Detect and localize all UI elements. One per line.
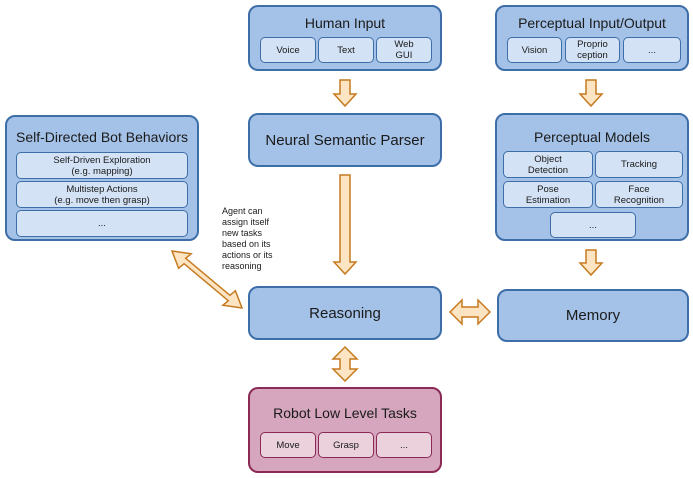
reasoning-title: Reasoning	[309, 304, 381, 322]
arrow-perceptual-io-to-models	[578, 79, 604, 108]
reasoning-box: Reasoning	[248, 286, 442, 340]
perceptual-models-pose-estimation: Pose Estimation	[503, 181, 593, 208]
neural-semantic-parser-box: Neural Semantic Parser	[248, 113, 442, 167]
perceptual-models-title: Perceptual Models	[534, 129, 650, 145]
perceptual-models-more: ...	[550, 212, 636, 238]
human-input-voice: Voice	[260, 37, 316, 63]
human-input-title: Human Input	[304, 15, 386, 31]
self-directed-title: Self-Directed Bot Behaviors	[16, 129, 188, 145]
perceptual-io-title: Perceptual Input/Output	[518, 15, 666, 31]
self-directed-more: ...	[16, 210, 188, 237]
arrow-reasoning-robot	[331, 345, 359, 383]
human-input-text: Text	[318, 37, 374, 63]
arrow-human-to-parser	[332, 79, 358, 108]
perceptual-models-tracking: Tracking	[595, 151, 683, 178]
perceptual-models-object-detection: Object Detection	[503, 151, 593, 178]
robot-low-level-tasks-title: Robot Low Level Tasks	[273, 405, 417, 421]
perceptual-io-more: ...	[623, 37, 681, 63]
arrow-self-directed-reasoning	[170, 250, 244, 309]
robot-task-grasp: Grasp	[318, 432, 374, 458]
perceptual-io-proprioception: Proprio ception	[565, 37, 620, 63]
perceptual-models-box: Perceptual Models Object Detection Track…	[495, 113, 689, 241]
self-directed-multistep: Multistep Actions (e.g. move then grasp)	[16, 181, 188, 208]
agent-note: Agent can assign itself new tasks based …	[222, 206, 273, 271]
perceptual-models-face-recognition: Face Recognition	[595, 181, 683, 208]
human-input-web-gui: Web GUI	[376, 37, 432, 63]
self-directed-exploration: Self-Driven Exploration (e.g. mapping)	[16, 152, 188, 179]
robot-low-level-tasks-box: Robot Low Level Tasks Move Grasp ...	[248, 387, 442, 473]
arrow-parser-to-reasoning	[332, 174, 358, 276]
human-input-box: Human Input Voice Text Web GUI	[248, 5, 442, 71]
arrow-reasoning-memory	[448, 298, 492, 326]
robot-task-move: Move	[260, 432, 316, 458]
perceptual-io-vision: Vision	[507, 37, 562, 63]
memory-title: Memory	[565, 307, 621, 324]
self-directed-box: Self-Directed Bot Behaviors Self-Driven …	[5, 115, 199, 241]
arrow-models-to-memory	[578, 249, 604, 277]
memory-box: Memory	[497, 289, 689, 342]
perceptual-io-box: Perceptual Input/Output Vision Proprio c…	[495, 5, 689, 71]
robot-task-more: ...	[376, 432, 432, 458]
neural-semantic-parser-title: Neural Semantic Parser	[265, 131, 425, 149]
